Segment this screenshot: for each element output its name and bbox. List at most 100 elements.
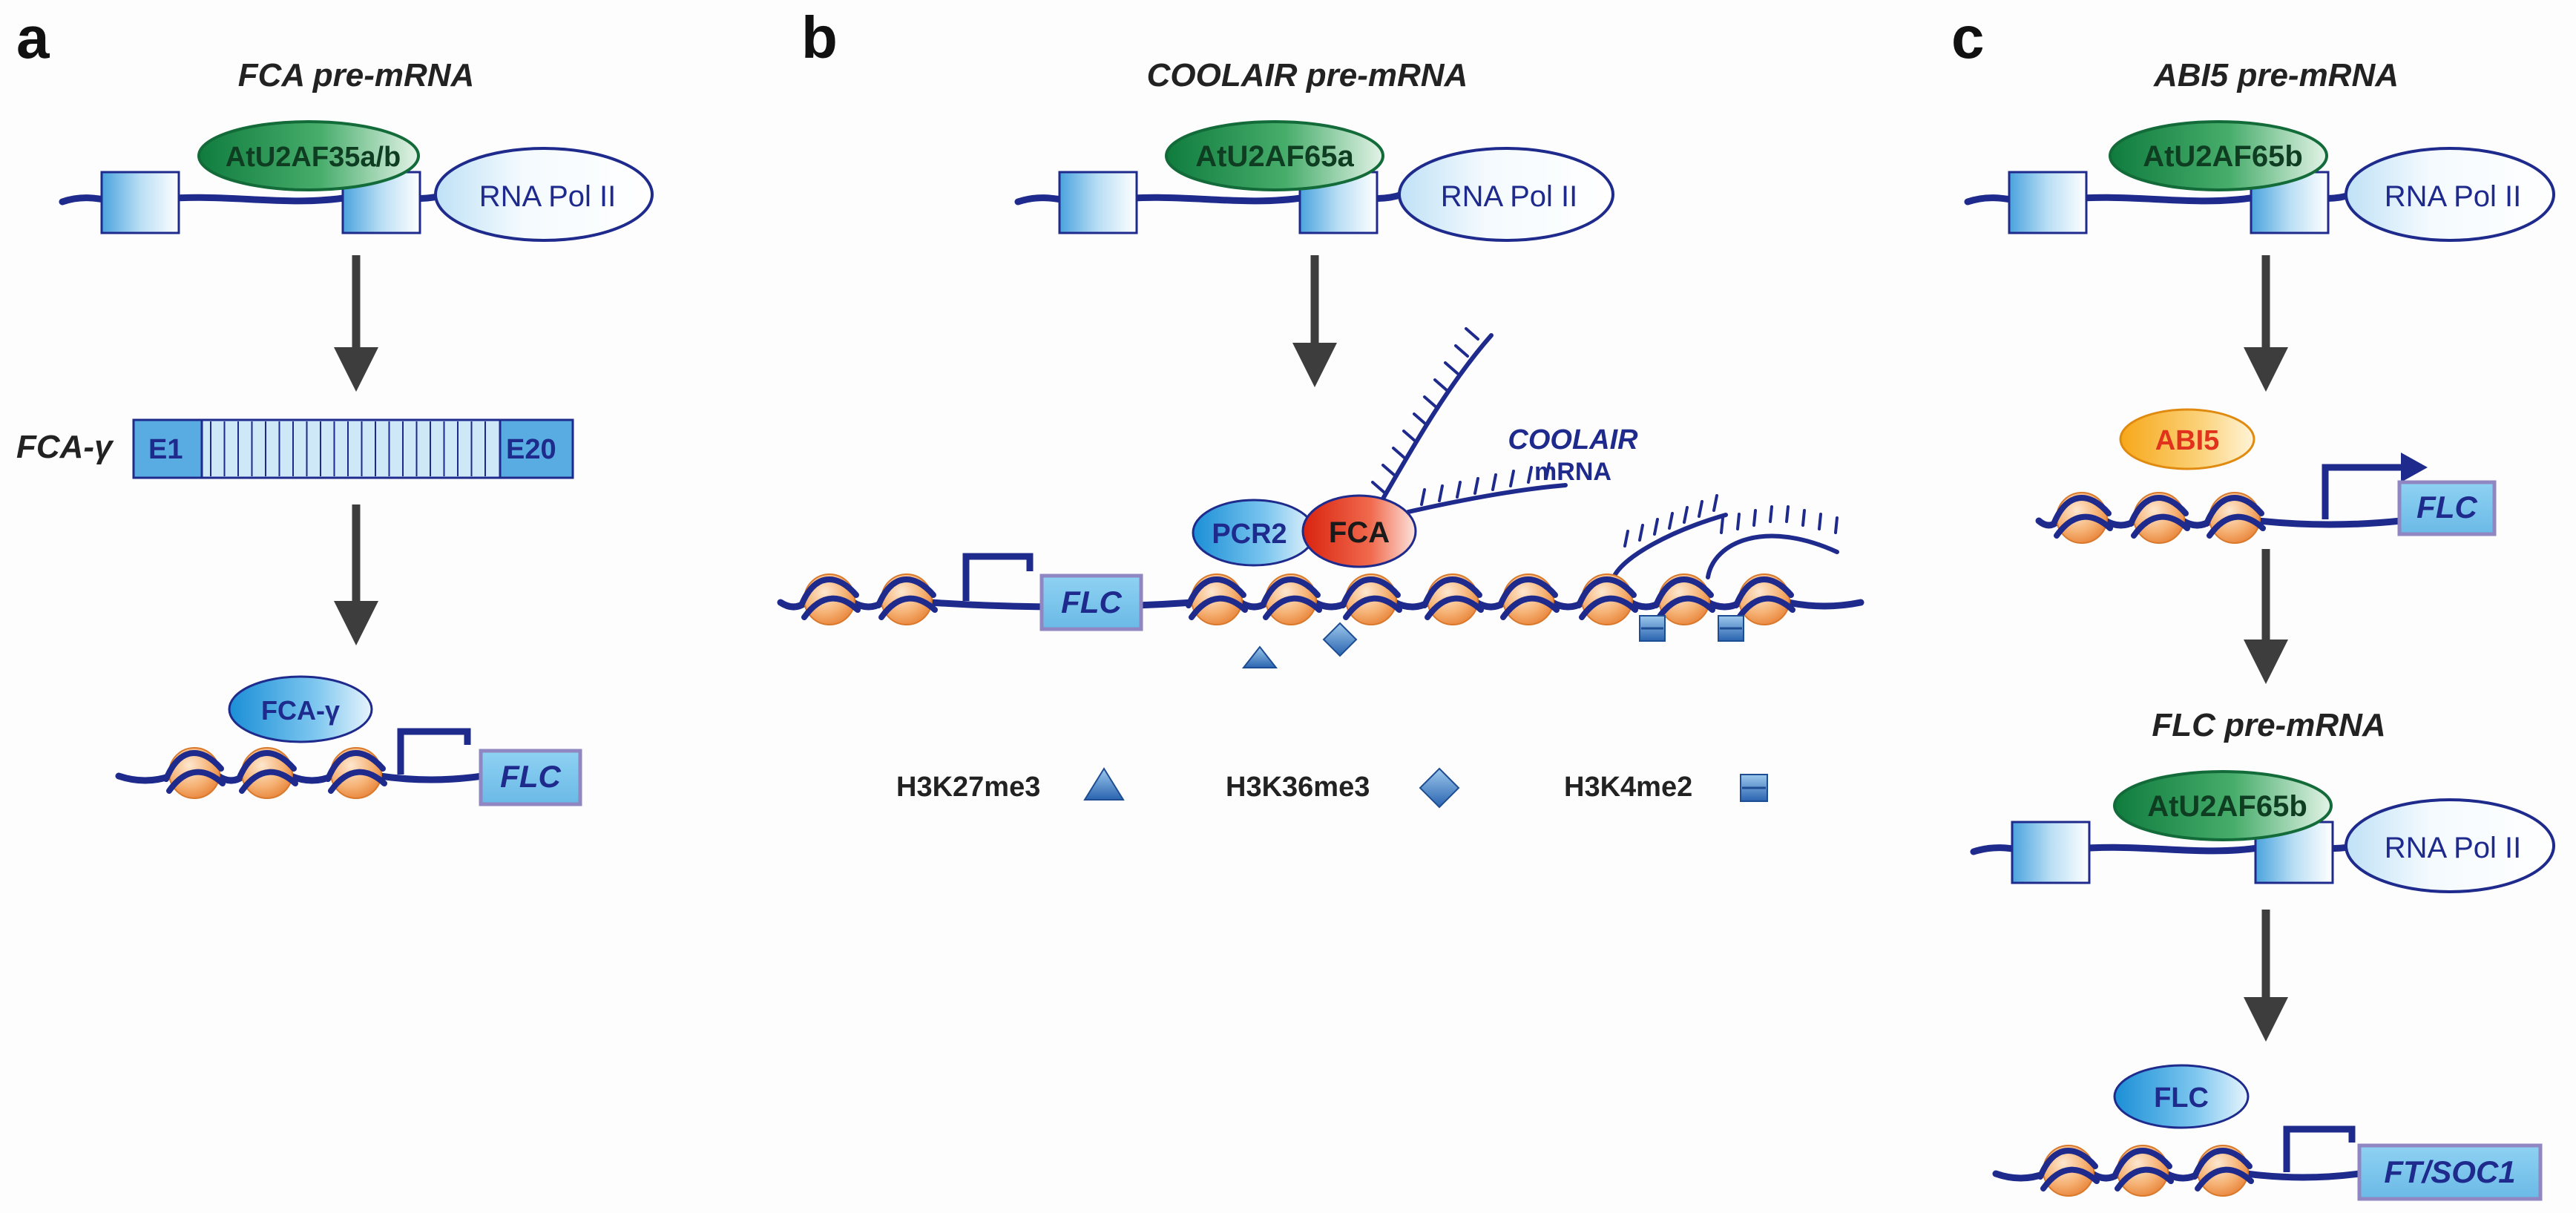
rna-tick: [1392, 447, 1407, 460]
rna-backbone: [1612, 513, 1728, 578]
promoter-arrow-head: [2401, 453, 2428, 482]
exon-e1: [132, 418, 203, 479]
gene-ft-soc1-label: FT/SOC1: [2384, 1154, 2515, 1189]
dna-wrap: [1343, 595, 1402, 620]
dna-linker: [2035, 517, 2405, 529]
dna-wrap: [2040, 1166, 2100, 1191]
rna-pol-ii: [434, 147, 654, 242]
rna-tick: [1801, 509, 1806, 527]
h3k27me3-mark: [1241, 645, 1278, 668]
u2af-label: AtU2AF65b: [2143, 140, 2303, 173]
u2af-ellipse: [197, 120, 420, 191]
dna-linker: [115, 772, 486, 784]
dna-wrap: [1656, 595, 1715, 620]
dna-wrap: [2037, 1148, 2098, 1180]
exon-box: [100, 171, 180, 234]
pcr2-label: PCR2: [1212, 519, 1287, 550]
rna-tick: [1433, 378, 1448, 392]
chromatin-fiber: [777, 573, 1864, 625]
rna-tick: [1668, 512, 1674, 530]
promoter-arrow-active: [2322, 464, 2404, 519]
u2af-ellipse: [2109, 120, 2328, 191]
panel-c-subtitle: FLC pre-mRNA: [2152, 707, 2385, 743]
flc-protein-label: FLC: [2154, 1082, 2209, 1114]
dna-wrap: [325, 750, 386, 782]
dna-wrap: [239, 769, 298, 794]
dna-wrap: [1576, 576, 1637, 608]
arrow-head: [2244, 997, 2288, 1042]
arrow-head: [334, 347, 378, 392]
panel-a-letter: a: [16, 4, 50, 70]
dna-wrap: [875, 576, 936, 608]
rna-tick: [1545, 462, 1551, 480]
gene-box-ft-soc1: [2357, 1143, 2543, 1201]
rna-tick: [1653, 518, 1659, 536]
chromatin-fiber: [2035, 492, 2405, 544]
legend-h3k4me2-label: H3K4me2: [1564, 772, 1692, 803]
coolair-mrna-label: mRNA: [1534, 458, 1611, 486]
rna-tick: [1402, 430, 1417, 443]
legend-h3k27me3-label: H3K27me3: [896, 772, 1040, 803]
rna-tick: [1454, 344, 1469, 358]
rna-backbone: [1406, 483, 1568, 514]
dna-wrap: [166, 769, 226, 794]
fca-gamma-label: FCA-γ: [261, 695, 340, 726]
panel-a: a FCA pre-mRNA AtU2AF35a/b RNA Pol II FC…: [16, 4, 654, 806]
rna-pol-ii: [1398, 147, 1614, 242]
isoform-label: FCA-γ: [16, 429, 114, 465]
rna-tick: [1413, 412, 1427, 426]
u2af-ellipse: [2113, 770, 2333, 841]
rna-pol-ii-label: RNA Pol II: [2385, 832, 2522, 864]
dna-wrap: [2192, 1148, 2253, 1180]
rna-pol-ii-label: RNA Pol II: [479, 180, 617, 213]
u2af-label: AtU2AF35a/b: [226, 142, 401, 173]
rna-pol-ii-label: RNA Pol II: [1441, 180, 1578, 213]
dna-wrap: [1263, 595, 1322, 620]
panel-c: c ABI5 pre-mRNA AtU2AF65b RNA Pol II ABI…: [1951, 4, 2555, 1201]
rna-tick: [1381, 464, 1396, 477]
dna-wrap: [1340, 576, 1401, 608]
panel-b: b COOLAIR pre-mRNA AtU2AF65a RNA Pol II …: [777, 4, 1864, 809]
dna-wrap: [1186, 576, 1246, 608]
chromatin-fiber: [1992, 1145, 2363, 1197]
dna-wrap: [1189, 595, 1248, 620]
dna-wrap: [798, 576, 859, 608]
chromatin-fiber: [115, 747, 486, 799]
panel-c-title: ABI5 pre-mRNA: [2153, 57, 2399, 93]
rna-tick: [1420, 488, 1426, 506]
rna-tick: [1623, 530, 1629, 548]
dna-wrap: [878, 595, 938, 620]
dna-wrap: [1653, 576, 1714, 608]
rna-tick: [1371, 481, 1386, 494]
rna-pol-ii: [2345, 147, 2555, 242]
promoter-arrow: [2283, 1125, 2356, 1172]
rna-tick: [1638, 524, 1644, 542]
dna-wrap: [2115, 1166, 2174, 1191]
panel-c-letter: c: [1951, 4, 1985, 70]
gene-flc-label: FLC: [500, 759, 561, 794]
dna-wrap: [2112, 1148, 2172, 1180]
u2af-label: AtU2AF65b: [2147, 790, 2307, 823]
dna-wrap: [1579, 595, 1638, 620]
gene-flc-label: FLC: [1061, 585, 1122, 619]
exon-e1-label: E1: [148, 434, 183, 465]
rna-tick: [1527, 466, 1533, 484]
fca-gamma-protein: [228, 675, 373, 743]
promoter-arrow: [962, 553, 1034, 601]
coolair-label: COOLAIR: [1508, 424, 1638, 456]
legend-triangle-icon: [1083, 767, 1125, 801]
rna-tick: [1465, 327, 1479, 341]
rna-tick: [1736, 513, 1741, 530]
arrow-head: [1292, 343, 1337, 387]
flc-protein: [2113, 1064, 2250, 1129]
promoter-arrow: [397, 728, 471, 775]
dna-wrap: [2207, 513, 2266, 539]
rna-pol-ii-label: RNA Pol II: [2385, 180, 2522, 213]
panel-b-title: COOLAIR pre-mRNA: [1147, 57, 1468, 93]
dna-wrap: [1425, 595, 1484, 620]
exon-box: [1058, 171, 1138, 234]
dna-wrap: [1736, 595, 1795, 620]
rna-tick: [1473, 477, 1479, 495]
dna-wrap: [2204, 495, 2264, 527]
coolair-transcripts: [1371, 327, 1839, 579]
